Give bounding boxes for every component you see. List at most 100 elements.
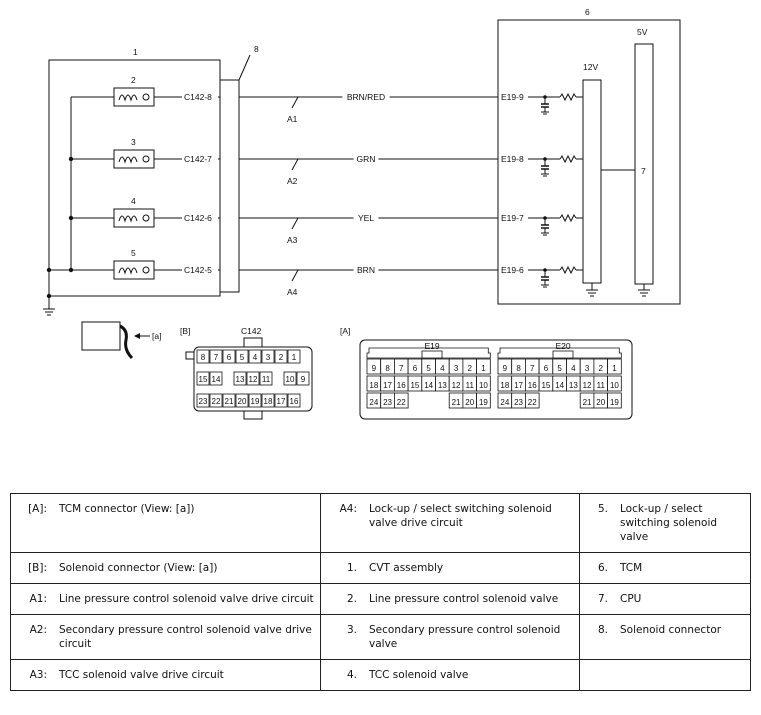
connector-pin: 16: [393, 375, 409, 392]
solenoid-connector-block: [219, 79, 240, 293]
svg-text:4: 4: [253, 353, 258, 362]
svg-text:6: 6: [544, 364, 549, 373]
svg-text:11: 11: [466, 381, 475, 390]
connector-pin: 14: [209, 371, 223, 386]
legend-key: 2.: [346, 593, 357, 605]
svg-text:3: 3: [266, 353, 271, 362]
connector-pin: 4: [566, 358, 581, 375]
solenoid-number: 5: [131, 248, 136, 258]
connector-pin: 21: [222, 393, 236, 408]
connector-pin: 21: [579, 392, 595, 409]
legend-key: A3:: [29, 669, 47, 681]
svg-text:2: 2: [599, 364, 604, 373]
svg-text:17: 17: [514, 381, 523, 390]
connector-pin: 12: [246, 371, 260, 386]
wire-color-label: BRN: [357, 265, 375, 275]
connector-pin: 7: [393, 358, 409, 375]
connector-pin: 18: [261, 393, 275, 408]
legend-cell: A3:TCC solenoid valve drive circuit: [10, 659, 321, 691]
svg-text:22: 22: [528, 398, 537, 407]
resistor-icon: [559, 154, 577, 164]
svg-text:4: 4: [571, 364, 576, 373]
connector-pin: 11: [462, 375, 477, 392]
svg-text:15: 15: [541, 381, 550, 390]
legend-description: TCM connector (View: [a]): [59, 503, 195, 515]
connector-pin: 13: [435, 375, 450, 392]
svg-text:14: 14: [555, 381, 564, 390]
connector-pin: 23: [196, 393, 210, 408]
connector-pin: 22: [209, 393, 223, 408]
svg-text:23: 23: [514, 398, 523, 407]
svg-text:21: 21: [583, 398, 592, 407]
e19-terminal-label: E19-7: [501, 213, 524, 223]
legend-cell: 1.CVT assembly: [320, 552, 580, 584]
view-b-connector-name: C142: [241, 326, 262, 336]
svg-text:7: 7: [530, 364, 535, 373]
legend-description: Line pressure control solenoid valve: [369, 593, 559, 605]
view-b-tag: [B]: [180, 326, 190, 336]
connector-pin: 16: [525, 375, 540, 392]
connector-pin: 23: [380, 392, 395, 409]
solenoid-coil-icon: [113, 260, 155, 280]
svg-text:5: 5: [240, 353, 245, 362]
svg-text:13: 13: [569, 381, 578, 390]
connector-pin: 14: [552, 375, 567, 392]
connector-pin: 11: [259, 371, 273, 386]
c142-terminal-label: C142-8: [184, 92, 212, 102]
legend-description: Lock-up / select switching solenoid valv…: [369, 503, 552, 529]
legend-cell: 4.TCC solenoid valve: [320, 659, 580, 691]
e19-terminal-label: E19-9: [501, 92, 524, 102]
legend-cell: A2:Secondary pressure control solenoid v…: [10, 614, 321, 660]
label-solenoid-connector: 8: [254, 44, 259, 54]
svg-text:15: 15: [199, 375, 208, 384]
legend-cell: 5.Lock-up / select switching solenoid va…: [579, 493, 751, 553]
svg-text:22: 22: [212, 397, 221, 406]
connector-pin: 8: [380, 358, 395, 375]
legend-cell: A4:Lock-up / select switching solenoid v…: [320, 493, 580, 553]
legend-key: 3.: [346, 624, 357, 636]
svg-text:10: 10: [479, 381, 488, 390]
connector-pin: 6: [538, 358, 554, 375]
connector-pin: 20: [593, 392, 609, 409]
connector-pin: 7: [209, 349, 223, 364]
svg-text:7: 7: [399, 364, 404, 373]
connector-pin: 20: [235, 393, 249, 408]
connector-pin: 19: [476, 392, 491, 409]
connector-pin: 12: [579, 375, 595, 392]
svg-text:13: 13: [438, 381, 447, 390]
svg-text:19: 19: [251, 397, 260, 406]
capacitor-ground-icon: [541, 159, 549, 177]
connector-pin: 22: [393, 392, 409, 409]
resistor-icon: [559, 265, 577, 275]
legend-cell: 3.Secondary pressure control solenoid va…: [320, 614, 580, 660]
connector-pin: 2: [593, 358, 609, 375]
legend-description: Solenoid connector (View: [a]): [59, 562, 218, 574]
connector-pin: 15: [538, 375, 554, 392]
e19-terminal-label: E19-8: [501, 154, 524, 164]
legend-description: Solenoid connector: [620, 624, 722, 636]
legend-description: CVT assembly: [369, 562, 444, 574]
connector-pin: 9: [497, 358, 513, 375]
solenoid-coil-icon: [113, 208, 155, 228]
svg-text:15: 15: [410, 381, 419, 390]
connector-pin: 6: [407, 358, 423, 375]
connector-pin: 20: [462, 392, 477, 409]
svg-text:6: 6: [413, 364, 418, 373]
svg-text:8: 8: [385, 364, 390, 373]
c142-terminal-label: C142-6: [184, 213, 212, 223]
solenoid-coil-icon: [113, 87, 155, 107]
svg-text:2: 2: [279, 353, 284, 362]
supply-12v-bar: [582, 79, 602, 284]
connector-pin: 15: [196, 371, 210, 386]
connector-pin: 22: [525, 392, 540, 409]
connector-pin: 1: [476, 358, 491, 375]
svg-text:E20: E20: [555, 341, 570, 351]
svg-text:10: 10: [610, 381, 619, 390]
svg-text:20: 20: [238, 397, 247, 406]
svg-text:3: 3: [454, 364, 459, 373]
svg-text:18: 18: [500, 381, 509, 390]
